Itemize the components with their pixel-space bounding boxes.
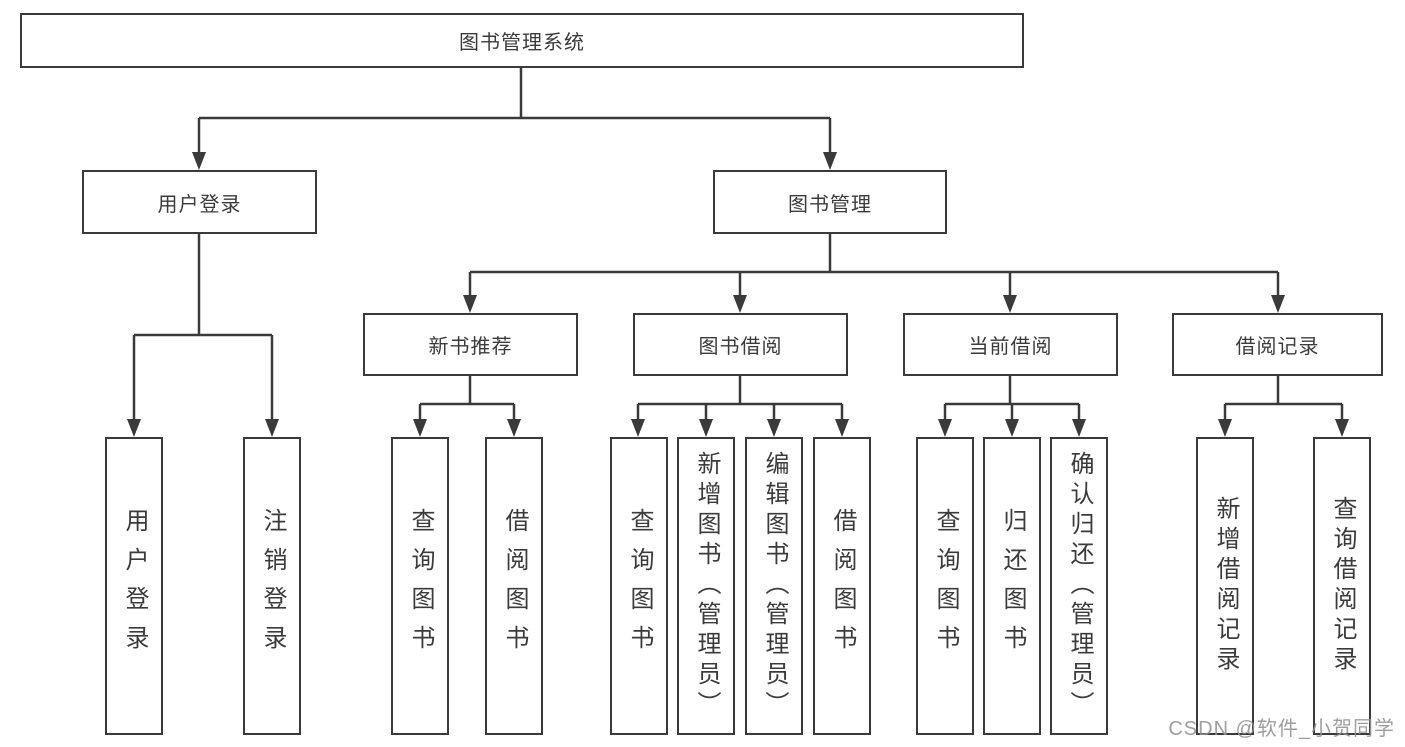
node-book-borrow: 图书借阅: [633, 313, 848, 376]
node-current-borrow: 当前借阅: [903, 313, 1118, 376]
leaf-newbooks-borrow-books: 借阅图书: [485, 437, 543, 735]
leaf-borrow-query-books: 查询图书: [610, 437, 668, 735]
connector-book-borrow-children: [631, 376, 849, 437]
leaf-current-return-books-label: 归还图书: [999, 508, 1026, 664]
node-user-login: 用户登录: [82, 170, 317, 234]
leaf-newbooks-borrow-books-label: 借阅图书: [501, 508, 528, 664]
csdn-watermark: CSDN @软件_小贺同学: [1168, 718, 1395, 740]
leaf-current-confirm-return-admin: 确认归还（管理员）: [1050, 437, 1108, 735]
leaf-records-query-record: 查询借阅记录: [1313, 437, 1371, 735]
leaf-borrow-borrow-books: 借阅图书: [813, 437, 871, 735]
leaf-records-add-record: 新增借阅记录: [1196, 437, 1254, 735]
node-book-management: 图书管理: [713, 170, 947, 234]
leaf-borrow-borrow-books-label: 借阅图书: [829, 508, 856, 664]
leaf-borrow-add-books-admin-label: 新增图书（管理员）: [693, 451, 720, 721]
node-borrow-records: 借阅记录: [1172, 313, 1383, 376]
leaf-logout-label: 注销登录: [259, 508, 286, 664]
node-current-borrow-label: 当前借阅: [968, 336, 1053, 358]
connector-user-login-children: [127, 234, 279, 437]
leaf-logout: 注销登录: [243, 437, 301, 735]
node-library-management-system: 图书管理系统: [20, 13, 1024, 68]
connector-new-books-children: [413, 376, 521, 437]
node-borrow-records-label: 借阅记录: [1235, 336, 1320, 358]
leaf-user-login: 用户登录: [105, 437, 163, 735]
leaf-current-query-books: 查询图书: [916, 437, 974, 735]
connector-borrow-records-children: [1218, 376, 1349, 437]
node-book-management-label: 图书管理: [788, 193, 872, 216]
leaf-borrow-edit-books-admin: 编辑图书（管理员）: [745, 437, 803, 735]
leaf-records-add-record-label: 新增借阅记录: [1212, 496, 1239, 676]
node-user-login-label: 用户登录: [157, 193, 242, 216]
node-new-book-recommend-label: 新书推荐: [428, 336, 513, 358]
leaf-records-query-record-label: 查询借阅记录: [1329, 496, 1356, 676]
leaf-newbooks-query-books: 查询图书: [391, 437, 449, 735]
connector-current-borrow-children: [938, 376, 1086, 437]
leaf-current-query-books-label: 查询图书: [932, 508, 959, 664]
node-library-management-system-label: 图书管理系统: [459, 32, 585, 54]
connector-book-mgmt-to-level3: [463, 234, 1285, 313]
leaf-borrow-query-books-label: 查询图书: [626, 508, 653, 664]
leaf-borrow-add-books-admin: 新增图书（管理员）: [677, 437, 735, 735]
leaf-borrow-edit-books-admin-label: 编辑图书（管理员）: [761, 451, 788, 721]
leaf-user-login-label: 用户登录: [121, 508, 148, 664]
leaf-current-confirm-return-admin-label: 确认归还（管理员）: [1066, 451, 1093, 721]
node-book-borrow-label: 图书借阅: [698, 336, 783, 358]
leaf-current-return-books: 归还图书: [983, 437, 1041, 735]
connector-root-to-level2: [192, 68, 837, 170]
leaf-newbooks-query-books-label: 查询图书: [407, 508, 434, 664]
node-new-book-recommend: 新书推荐: [363, 313, 578, 376]
